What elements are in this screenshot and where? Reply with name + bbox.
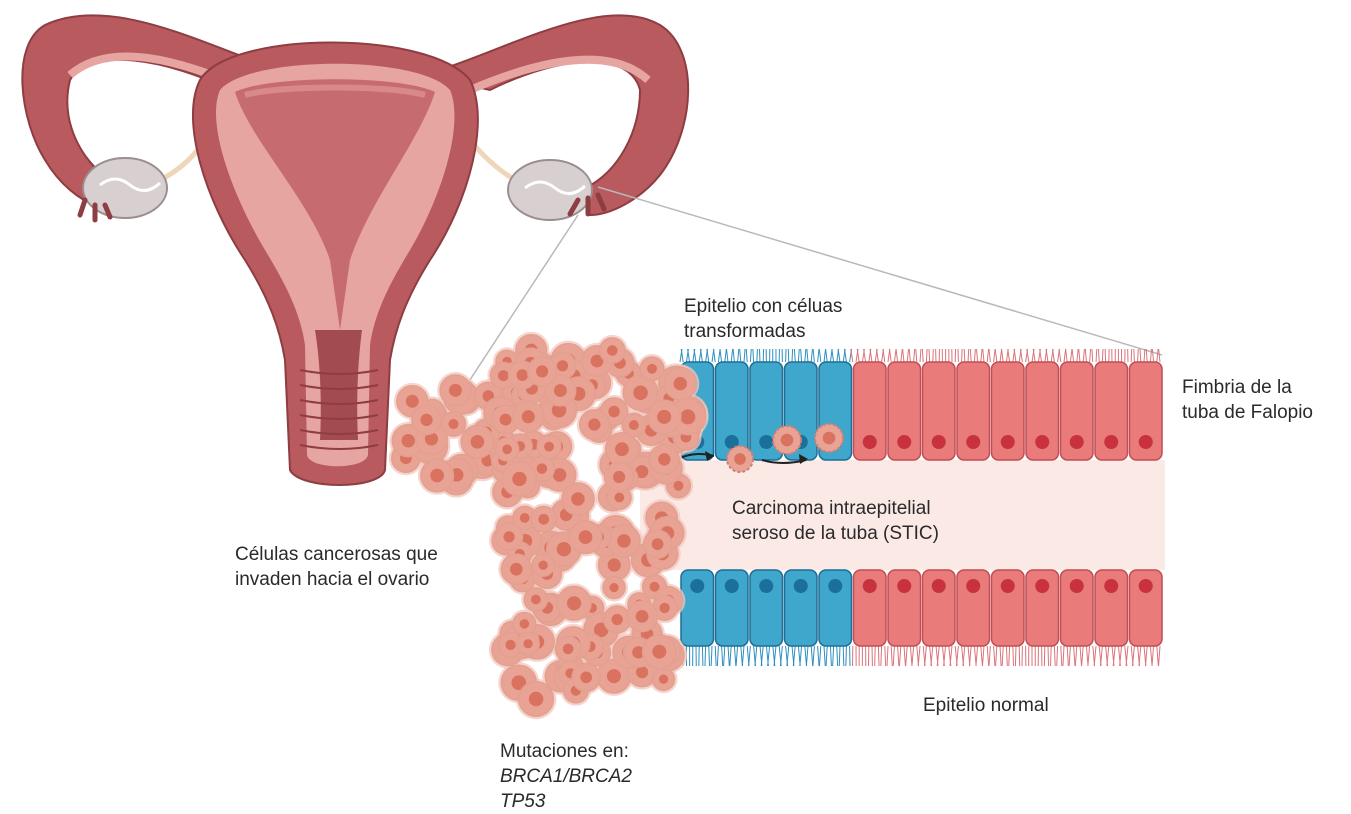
transformed-nucleus <box>759 435 773 449</box>
stic-label: Carcinoma intraepitelial seroso de la tu… <box>732 496 939 546</box>
normal-nucleus <box>1139 579 1153 593</box>
transformed-nucleus <box>759 579 773 593</box>
mutations-label: Mutaciones en: BRCA1/BRCA2 TP53 <box>500 739 632 814</box>
normal-nucleus <box>1104 579 1118 593</box>
normal-nucleus <box>863 579 877 593</box>
normal-nucleus <box>966 579 980 593</box>
normal-nucleus <box>932 579 946 593</box>
gene-tp53: TP53 <box>500 789 632 814</box>
bottom-cilia <box>680 646 1160 666</box>
normal-nucleus <box>1001 435 1015 449</box>
normal-nucleus <box>966 435 980 449</box>
normal-nucleus <box>1035 435 1049 449</box>
transformed-nucleus <box>725 579 739 593</box>
normal-nucleus <box>1104 435 1118 449</box>
normal-nucleus <box>1001 579 1015 593</box>
normal-nucleus <box>1070 435 1084 449</box>
mutations-heading: Mutaciones en: <box>500 739 632 764</box>
tumor-cell-cluster <box>389 332 709 720</box>
transformed-epithelium-label: Epitelio con céluas transformadas <box>684 294 842 344</box>
normal-nucleus <box>932 435 946 449</box>
normal-nucleus <box>1070 579 1084 593</box>
normal-nucleus <box>1139 435 1153 449</box>
normal-epithelium-label: Epitelio normal <box>923 693 1049 718</box>
transformed-nucleus <box>828 579 842 593</box>
normal-nucleus <box>1035 579 1049 593</box>
gene-brca: BRCA1/BRCA2 <box>500 764 632 789</box>
normal-nucleus <box>897 435 911 449</box>
transformed-nucleus <box>794 579 808 593</box>
top-cilia <box>680 349 1160 362</box>
fimbria-label: Fimbria de la tuba de Falopio <box>1182 375 1313 425</box>
normal-nucleus <box>897 579 911 593</box>
normal-nucleus <box>863 435 877 449</box>
cancer-cells-label: Células cancerosas que invaden hacia el … <box>235 542 438 592</box>
transformed-nucleus <box>690 579 704 593</box>
